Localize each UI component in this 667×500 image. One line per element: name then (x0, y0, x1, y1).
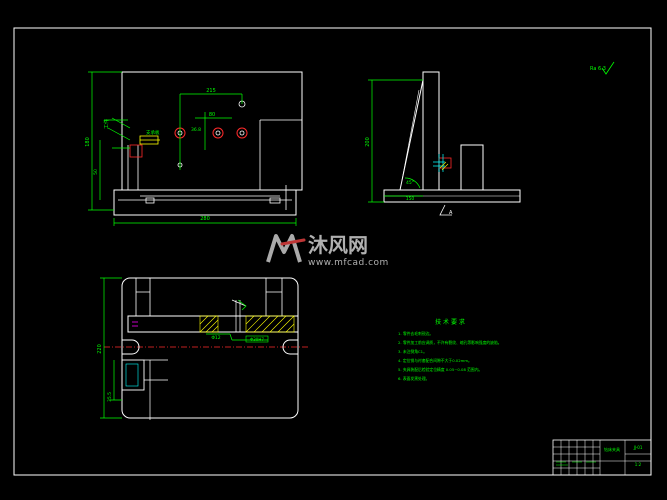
roughness-symbol: Ra 6.3 (590, 61, 615, 75)
watermark-brand: 沐风网 (308, 233, 368, 257)
title-block: 钻床夹具 JJ-01 1:2 (552, 439, 652, 476)
roughness-text: Ra 6.3 (590, 66, 606, 72)
front-label-side: 支承板 (146, 129, 160, 136)
top-view: 220 35.5 Φ12 Φ30H7 (97, 277, 310, 420)
side-section-label: A (449, 210, 453, 216)
top-dim-height-line (100, 277, 122, 419)
notes-item-6: 6. 表面发黑处理。 (398, 376, 429, 381)
top-view-plate (121, 277, 299, 419)
front-hole-2 (212, 127, 224, 139)
watermark-url: www.mfcad.com (308, 258, 389, 268)
top-dim-bore: Φ30H7 (250, 337, 264, 342)
side-view-block (460, 144, 484, 191)
front-dim-mid: 36.8 (191, 127, 201, 133)
watermark-logo-icon (266, 234, 306, 263)
side-view-upright (422, 71, 440, 191)
front-dim-top: 215 (206, 88, 216, 94)
side-dim-height: 200 (365, 137, 371, 147)
side-dim-height-line (368, 79, 423, 203)
technical-notes: 技 术 要 求 1. 零件去毛刺锐边。 2. 零件加工前应调质，不许有裂纹、缩孔… (398, 318, 502, 381)
top-view-lower-block (121, 359, 145, 391)
top-dim-height: 220 (97, 344, 103, 354)
front-view: 280 180 215 80 36.8 50 工件 支承板 (85, 71, 303, 226)
side-dim-angle: 45° (406, 180, 414, 186)
front-dim-width: 280 (200, 216, 210, 222)
notes-item-5: 5. 夹具装配后检验定位精度 0.05~0.08 范围内。 (398, 367, 482, 372)
notes-item-4: 4. 定位销与衬套配合间隙不大于0.02mm。 (398, 358, 472, 363)
title-block-frame (552, 439, 652, 476)
watermark: 沐风网 www.mfcad.com (266, 233, 389, 268)
title-block-name: 钻床夹具 (604, 446, 620, 452)
front-label-upper: 工件 (103, 119, 110, 129)
front-dim-inner: 80 (209, 112, 215, 118)
notes-title: 技 术 要 求 (435, 318, 465, 326)
notes-item-1: 1. 零件去毛刺锐边。 (398, 331, 433, 336)
front-dim-width-line (113, 218, 297, 226)
title-block-scale: 1:2 (635, 462, 642, 467)
side-dim-base: 150 (406, 196, 415, 202)
front-dim-left: 50 (93, 169, 99, 175)
top-view-hatch (199, 315, 295, 333)
notes-item-3: 3. 未注倒角C1。 (398, 349, 427, 354)
side-view: 200 150 45° A (365, 71, 521, 216)
front-hole-3 (236, 127, 248, 139)
front-dim-height-line (88, 71, 122, 211)
top-dim-slot: Φ12 (211, 335, 220, 341)
top-dim-left-offset: 35.5 (107, 392, 113, 402)
title-block-drawing-no: JJ-01 (633, 445, 643, 450)
drawing-border (13, 27, 652, 476)
front-dim-height: 180 (85, 137, 91, 147)
notes-item-2: 2. 零件加工前应调质，不许有裂纹、缩孔等影响强度的缺陷。 (398, 340, 502, 345)
front-view-base (113, 189, 297, 216)
